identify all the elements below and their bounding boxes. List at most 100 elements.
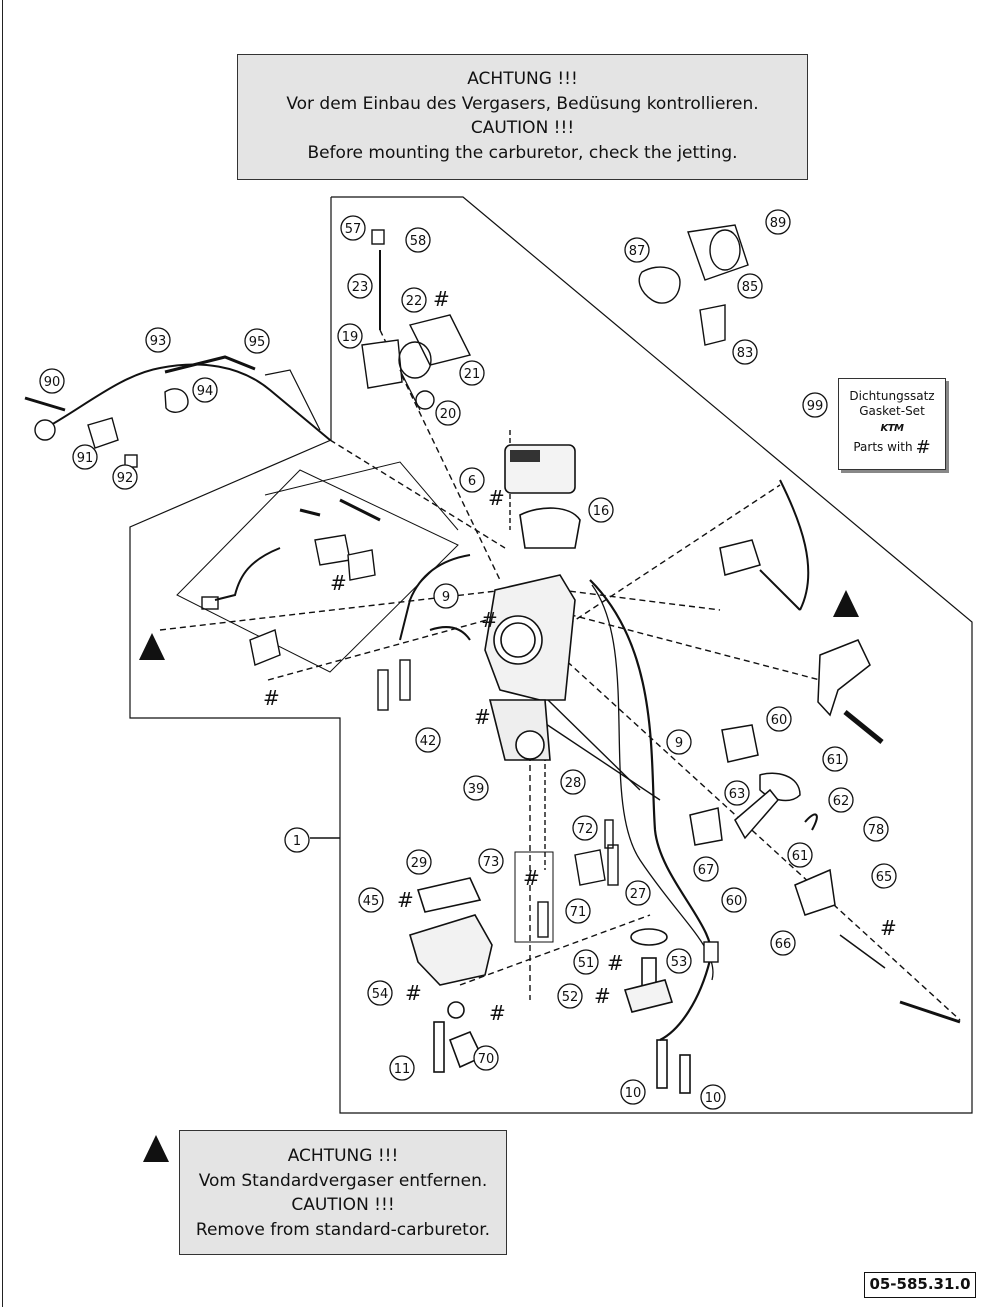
callout-label: 60 [771, 713, 788, 728]
callout-circle [401, 287, 427, 313]
caution-notice-standard: ACHTUNG !!! Vom Standardvergaser entfern… [179, 1130, 507, 1255]
callout-label: 73 [483, 855, 500, 870]
callout-label: 63 [729, 787, 746, 802]
callout-label: 92 [117, 471, 134, 486]
callout-9: 9 [433, 583, 459, 609]
callout-circle [244, 328, 270, 354]
intake-boot [638, 224, 749, 346]
callout-27: 27 [625, 880, 651, 906]
callout-23: 23 [347, 273, 373, 299]
accelerator-pump [623, 928, 691, 1094]
callout-42: 42 [415, 727, 441, 753]
callout-label: 61 [827, 753, 844, 768]
callout-label: 71 [570, 905, 587, 920]
callout-label: 60 [726, 894, 743, 909]
callout-circle [72, 444, 98, 470]
callout-28: 28 [560, 769, 586, 795]
callout-label: 11 [394, 1062, 411, 1077]
callout-circle [721, 887, 747, 913]
callout-circle [693, 856, 719, 882]
callout-93: 93 [145, 327, 171, 353]
callout-circle [473, 1045, 499, 1071]
callout-label: 51 [578, 956, 595, 971]
callout-circle [625, 880, 651, 906]
callout-53: 53 [666, 948, 692, 974]
callout-circle [765, 209, 791, 235]
throttle-sensor [201, 498, 381, 610]
callout-87: 87 [624, 237, 650, 263]
callout-label: 66 [775, 937, 792, 952]
callout-65: 65 [871, 863, 897, 889]
callout-label: 94 [197, 384, 214, 399]
sub-group-frame [176, 469, 459, 673]
warning-triangle-icon [139, 633, 165, 660]
callout-label: 20 [440, 407, 457, 422]
callout-67: 67 [693, 856, 719, 882]
callout-circle [435, 400, 461, 426]
callout-label: 61 [792, 849, 809, 864]
callout-circle [863, 816, 889, 842]
callout-circle [732, 339, 758, 365]
callout-label: 72 [577, 822, 594, 837]
hash-mark: # [397, 888, 414, 912]
callout-circle [112, 464, 138, 490]
callout-label: 65 [876, 870, 893, 885]
callout-circle [787, 842, 813, 868]
callout-78: 78 [863, 816, 889, 842]
callout-16: 16 [588, 497, 614, 523]
callout-label: 10 [625, 1086, 642, 1101]
float-bowl [409, 877, 493, 1073]
callout-circle [565, 898, 591, 924]
callout-label: 62 [833, 794, 850, 809]
gasket-line-de: Dichtungssatz [849, 389, 935, 403]
hash-mark: # [433, 287, 450, 311]
callout-label: 67 [698, 863, 715, 878]
callout-circle [478, 848, 504, 874]
page-frame-left [2, 0, 3, 1307]
parts-with-text: Parts with [853, 440, 913, 454]
callout-label: 45 [363, 894, 380, 909]
callout-circle [700, 1084, 726, 1110]
callout-89: 89 [765, 209, 791, 235]
callout-58: 58 [405, 227, 431, 253]
callout-circle [822, 746, 848, 772]
callout-73: 73 [478, 848, 504, 874]
callout-label: 53 [671, 955, 688, 970]
callout-circle [459, 360, 485, 386]
caution-notice-jetting: ACHTUNG !!! Vor dem Einbau des Vergasers… [237, 54, 808, 180]
callout-label: 29 [411, 856, 428, 871]
callout-circle [620, 1079, 646, 1105]
callout-label: 23 [352, 280, 369, 295]
callout-91: 91 [72, 444, 98, 470]
callout-29: 29 [406, 849, 432, 875]
callout-label: 85 [742, 280, 759, 295]
ktm-logo: KTM [880, 423, 904, 434]
notice-line: ACHTUNG !!! [467, 69, 578, 89]
callout-39: 39 [463, 775, 489, 801]
vent-hose [589, 579, 713, 1041]
notice-line: CAUTION !!! [291, 1195, 395, 1215]
callout-99: 99 [802, 392, 828, 418]
callout-label: 57 [345, 222, 362, 237]
callout-label: 10 [705, 1091, 722, 1106]
callout-circle [624, 237, 650, 263]
callout-label: 78 [868, 823, 885, 838]
callout-label: 9 [675, 736, 683, 751]
callout-61: 61 [822, 746, 848, 772]
callout-circle [770, 930, 796, 956]
callout-label: 28 [565, 776, 582, 791]
callout-22: 22 [401, 287, 427, 313]
callout-92: 92 [112, 464, 138, 490]
group-outline [129, 196, 973, 1114]
jet-holder-frame [514, 851, 554, 943]
callout-circle [463, 775, 489, 801]
callout-circle [871, 863, 897, 889]
callout-circle [666, 948, 692, 974]
callout-label: 27 [630, 887, 647, 902]
hash-mark: # [405, 981, 422, 1005]
callout-label: 22 [406, 294, 423, 309]
callout-circle [573, 949, 599, 975]
carb-top-parts [361, 229, 472, 411]
callout-circle [337, 323, 363, 349]
